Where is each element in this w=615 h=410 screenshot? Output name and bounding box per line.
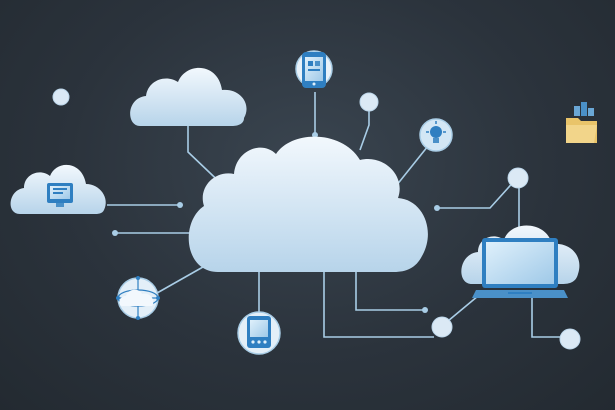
network-globe-icon xyxy=(116,276,160,320)
connector-dot xyxy=(112,230,118,236)
folder-icon xyxy=(566,102,597,143)
node-circle xyxy=(559,328,581,350)
connector-dot xyxy=(177,202,183,208)
connector-bottom-2 xyxy=(355,272,425,311)
cloud-right xyxy=(461,225,580,298)
cloud-left xyxy=(10,164,106,214)
node-circle xyxy=(507,167,529,189)
connector-dot xyxy=(312,132,318,138)
connector-right-dot xyxy=(437,177,518,209)
connector-dot xyxy=(422,307,428,313)
monitor-icon xyxy=(47,183,73,207)
laptop-icon xyxy=(472,238,568,298)
connector-globe xyxy=(149,262,211,298)
node-circle xyxy=(359,92,379,112)
cloud-top-left xyxy=(130,67,247,126)
central-cloud xyxy=(188,136,428,272)
smartphone-icon xyxy=(295,50,333,88)
connector-bottom-1 xyxy=(323,272,434,338)
node-circle xyxy=(52,88,70,106)
lightbulb-icon xyxy=(419,118,453,152)
connector-dot xyxy=(434,205,440,211)
tablet-icon xyxy=(237,311,281,355)
connector-laptop-bottom xyxy=(531,298,566,338)
node-circle xyxy=(431,316,453,338)
